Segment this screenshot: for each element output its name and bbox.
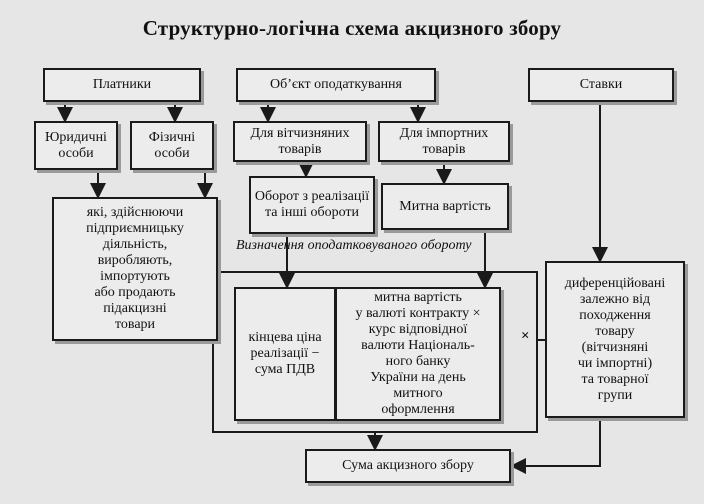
multiply-sign: ×	[521, 328, 530, 344]
object-header: Об’єкт оподаткування	[236, 68, 436, 102]
excise-sum-box: Сума акцизного збору	[305, 449, 511, 483]
payers-description-text: які, здійснюючи підприємницьку діяльніст…	[86, 205, 184, 332]
domestic-goods-label: Для вітчизняних товарів	[250, 125, 350, 157]
import-goods-box: Для імпортних товарів	[378, 121, 510, 162]
excise-sum-label: Сума акцизного збору	[342, 458, 474, 473]
arrow-rates-result	[510, 418, 601, 474]
customs-value-box: Митна вартість	[381, 183, 509, 230]
customs-formula-text: митна вартість у валюті контракту × курс…	[355, 290, 481, 417]
individuals-box: Фізичні особи	[130, 121, 214, 170]
payers-header-label: Платники	[92, 77, 152, 92]
legal-entities-label: Юридичні особи	[45, 129, 107, 161]
individuals-label: Фізичні особи	[148, 129, 196, 161]
customs-value-label: Митна вартість	[399, 198, 491, 214]
domestic-goods-box: Для вітчизняних товарів	[233, 121, 367, 162]
rates-description-text: диференційовані залежно від походження т…	[564, 275, 666, 403]
diagram-title: Структурно-логічна схема акцизного збору	[142, 16, 562, 40]
final-price-box: кінцева ціна реалізації − сума ПДВ	[234, 287, 336, 421]
rates-description-box: диференційовані залежно від походження т…	[545, 261, 685, 418]
object-header-label: Об’єкт оподаткування	[270, 77, 402, 92]
legal-entities-box: Юридичні особи	[34, 121, 118, 170]
turnover-label: Оборот з реалізації та інші обороти	[254, 189, 370, 220]
turnover-box: Оборот з реалізації та інші обороти	[249, 176, 375, 234]
customs-formula-box: митна вартість у валюті контракту × курс…	[335, 287, 501, 421]
taxable-turnover-caption: Визначення оподатковуваного обороту	[236, 238, 472, 253]
final-price-text: кінцева ціна реалізації − сума ПДВ	[248, 330, 322, 377]
payers-header: Платники	[43, 68, 201, 102]
payers-description-box: які, здійснюючи підприємницьку діяльніст…	[52, 197, 218, 341]
rates-header: Ставки	[528, 68, 674, 102]
import-goods-label: Для імпортних товарів	[399, 125, 489, 157]
rates-header-label: Ставки	[579, 77, 623, 92]
